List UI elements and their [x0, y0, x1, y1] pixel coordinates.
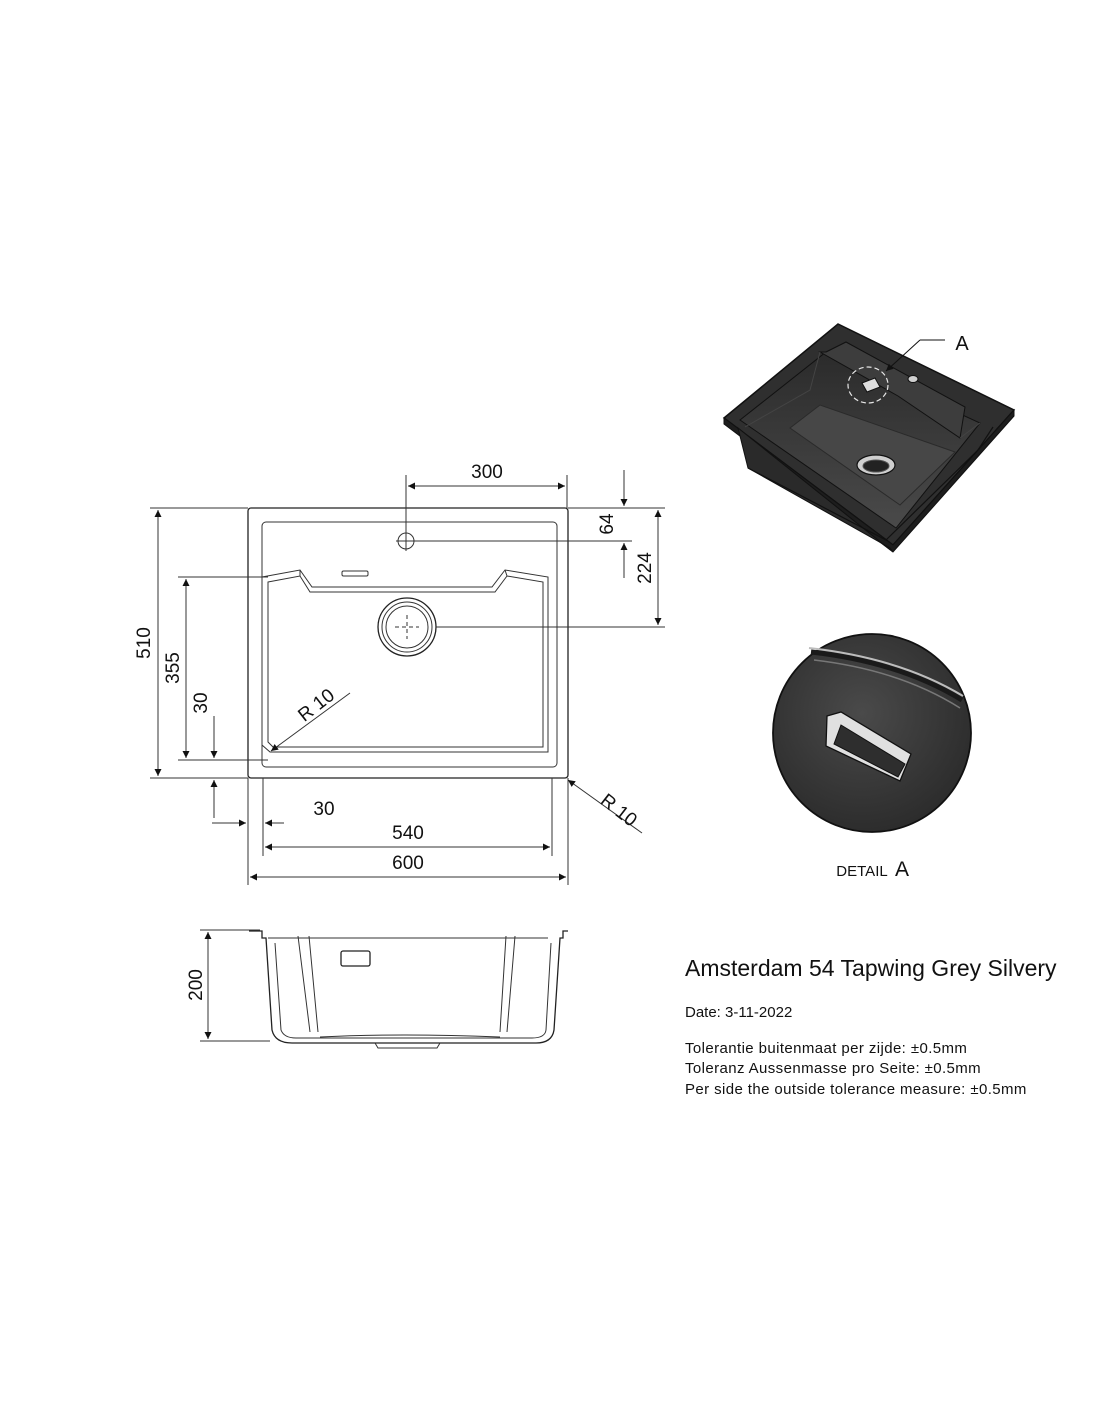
- iso-tap-hole: [907, 375, 919, 383]
- dim-bottom-rim: 30: [191, 692, 212, 713]
- dim-left-rim: 30: [313, 799, 334, 820]
- detail-caption-prefix: DETAIL: [836, 863, 887, 880]
- overflow-slot: [341, 570, 369, 577]
- tolerance-english: Per side the outside tolerance measure: …: [685, 1081, 1027, 1098]
- dim-tap-from-top: 64: [597, 513, 618, 535]
- dim-overall-width: 600: [392, 853, 424, 874]
- dim-overall-depth: 510: [134, 627, 155, 659]
- overflow-side: [340, 950, 371, 967]
- dim-inner-radius: R 10: [294, 685, 339, 726]
- drawing-title: Amsterdam 54 Tapwing Grey Silvery: [685, 955, 1057, 981]
- bowl-inner-outline: [267, 575, 544, 748]
- side-view: 200: [186, 929, 568, 1049]
- drawing-date: Date: 3-11-2022: [685, 1004, 793, 1021]
- isometric-view: A: [722, 323, 1016, 553]
- detail-marker: A: [955, 333, 969, 355]
- dimension-lines: 300 64 224 510 355 30 30: [134, 462, 665, 885]
- detail-a: DETAIL A: [772, 633, 972, 881]
- dim-bowl-width: 540: [392, 823, 424, 844]
- detail-circle: [847, 366, 889, 404]
- sink-outline: [247, 507, 569, 779]
- side-outline: [249, 930, 568, 1044]
- top-view: [247, 507, 569, 779]
- rim-line: [261, 521, 558, 768]
- tolerance-dutch: Tolerantie buitenmaat per zijde: ±0.5mm: [685, 1040, 968, 1057]
- detail-caption-letter: A: [895, 858, 909, 881]
- dim-outer-radius: R 10: [596, 790, 641, 831]
- dim-height: 200: [186, 969, 207, 1001]
- bowl-outline: [261, 569, 549, 753]
- dim-tap-offset: 300: [471, 462, 503, 483]
- iso-overflow: [861, 377, 881, 393]
- tolerance-german: Toleranz Aussenmasse pro Seite: ±0.5mm: [685, 1060, 982, 1077]
- drain-outer: [377, 597, 437, 657]
- dim-bowl-depth: 355: [163, 652, 184, 684]
- dim-drain-from-top: 224: [635, 552, 656, 584]
